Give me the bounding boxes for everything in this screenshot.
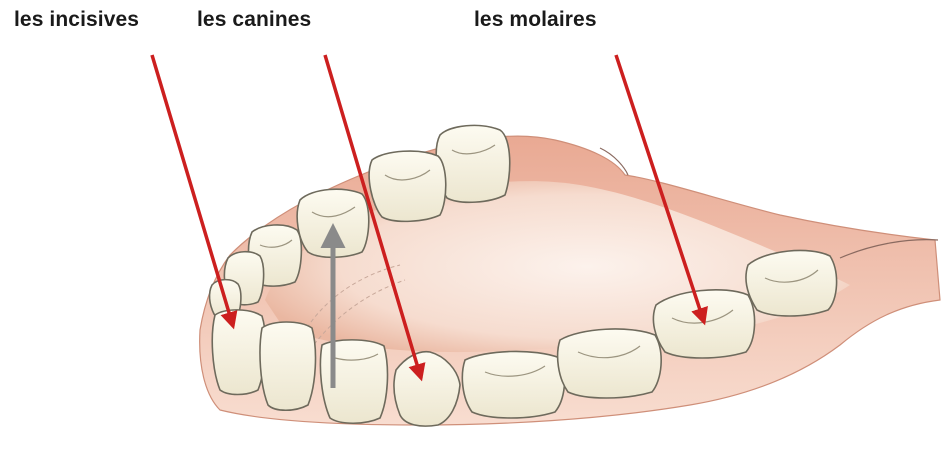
- tooth: [436, 125, 509, 202]
- arrow-incisors: [152, 55, 233, 326]
- tooth: [369, 151, 446, 221]
- tooth-molar: [558, 329, 662, 398]
- tooth-incisor: [260, 322, 315, 410]
- tooth-molar: [746, 250, 837, 316]
- tooth-molar: [653, 290, 754, 358]
- tooth-molar: [462, 351, 564, 418]
- tooth-incisor: [320, 340, 387, 423]
- tooth-incisor: [212, 310, 265, 395]
